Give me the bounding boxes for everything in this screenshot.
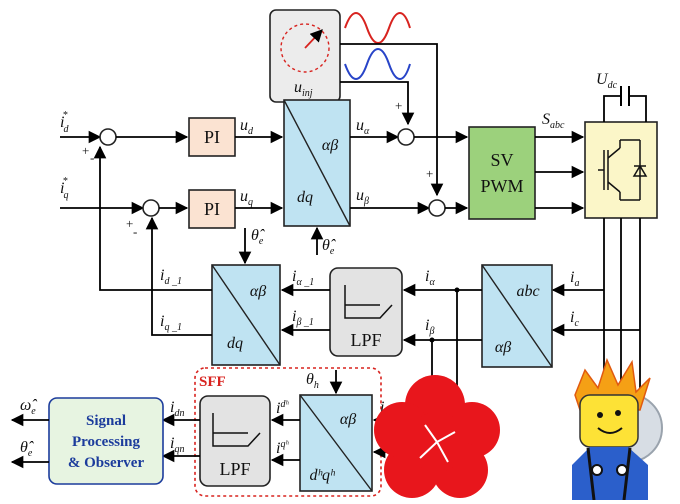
dc-line-right	[630, 95, 647, 122]
label-udc: Udc	[596, 71, 618, 91]
label-iqh: iqʰ	[276, 439, 289, 457]
lpf-block-bottom	[199, 395, 271, 487]
lpf-curve-icon-top	[344, 285, 393, 319]
line-id1-feedback	[93, 145, 212, 291]
plum-blossom-sticker	[374, 375, 500, 498]
line-iq1-feedback	[145, 216, 212, 336]
clarke-diagonal	[481, 264, 553, 368]
label-ialpha1: iα _1	[292, 268, 314, 288]
label-ibeta1: iβ _1	[292, 308, 314, 328]
sum-junction-q	[142, 199, 160, 217]
igbt-icon	[598, 139, 648, 201]
park-label-ab: αβ	[250, 283, 266, 300]
svpwm-label-pwm: PWM	[480, 176, 523, 196]
sign-plus-d: +	[82, 143, 89, 158]
lpf-label-bottom: LPF	[219, 459, 250, 479]
sum-junction-d	[99, 128, 117, 146]
sign-plus-inj-b: +	[426, 166, 433, 181]
label-ud: ud	[240, 117, 254, 137]
label-id1: id _1	[160, 267, 182, 287]
label-ubeta: uβ	[356, 187, 369, 207]
sign-minus-q: -	[133, 224, 137, 239]
lpf-curve-icon-bottom	[212, 413, 261, 447]
hf-park-label-dhqh: dʰqʰ	[309, 467, 336, 484]
label-theta-e-park: θ̂e	[251, 227, 265, 247]
inverter-block	[584, 121, 658, 219]
pi-block-d	[188, 117, 236, 157]
lpf-label-top: LPF	[350, 330, 381, 350]
pi-block-q	[188, 189, 236, 229]
svpwm-block	[468, 126, 536, 220]
observer-label-line1: Signal	[86, 413, 126, 429]
dc-line-left	[603, 95, 620, 122]
label-theta-h: θh	[306, 371, 319, 391]
pi-label-d: PI	[204, 127, 220, 147]
park-diagonal	[211, 264, 281, 366]
label-omega-e: ω̂e	[20, 397, 37, 417]
label-sabc: Sabc	[542, 111, 565, 131]
hf-park-label-ab: αβ	[340, 411, 356, 428]
label-iqn: iqn	[170, 435, 184, 455]
clarke-label-ab: αβ	[495, 339, 511, 356]
observer-label-line2: Processing	[72, 434, 141, 450]
injection-dial-icon	[280, 23, 330, 73]
label-uq: uq	[240, 188, 253, 208]
lpf-block-top	[329, 267, 403, 357]
svpwm-label-sv: SV	[490, 150, 513, 170]
sign-plus-inj-a: +	[395, 98, 402, 113]
label-theta-e-top: θ̂e	[322, 237, 336, 257]
sine-wave-blue-icon	[344, 48, 411, 80]
sff-label: SFF	[199, 374, 226, 390]
label-ualpha: uα	[356, 117, 370, 137]
inverse-park-label-ab: αβ	[322, 137, 338, 154]
sign-minus-d: -	[90, 150, 94, 165]
label-uinj: uinj	[294, 79, 313, 99]
label-ia: ia	[570, 269, 579, 289]
observer-block	[48, 397, 164, 485]
inj-line-alpha	[340, 81, 415, 126]
label-id-ref: id*	[60, 110, 69, 135]
sign-plus-q: +	[126, 216, 133, 231]
label-ibeta: iβ	[425, 317, 434, 337]
injection-dial-needle	[304, 29, 323, 49]
sum-junction-alpha	[397, 128, 415, 146]
sine-wave-red-icon	[344, 12, 411, 44]
label-ialpha: iα	[425, 268, 435, 288]
park-label-dq: dq	[227, 335, 243, 352]
pi-label-q: PI	[204, 199, 220, 219]
observer-label-line3: & Observer	[68, 455, 145, 471]
label-idh: idʰ	[276, 399, 289, 417]
label-ic: ic	[570, 309, 579, 329]
sum-junction-beta	[428, 199, 446, 217]
inverse-park-diagonal	[283, 99, 351, 227]
cartoon-mascot-sticker	[572, 357, 663, 501]
clarke-label-abc: abc	[516, 283, 539, 300]
label-idn: idn	[170, 399, 184, 419]
inj-line-beta	[340, 43, 438, 122]
label-ialpha-hf: i	[380, 399, 384, 416]
hf-park-diagonal	[299, 394, 373, 492]
label-iq-ref: iq*	[60, 176, 68, 201]
label-theta-e-out: θ̂e	[20, 439, 34, 459]
inverse-park-label-dq: dq	[297, 189, 313, 206]
label-iq1: iq _1	[160, 313, 182, 333]
